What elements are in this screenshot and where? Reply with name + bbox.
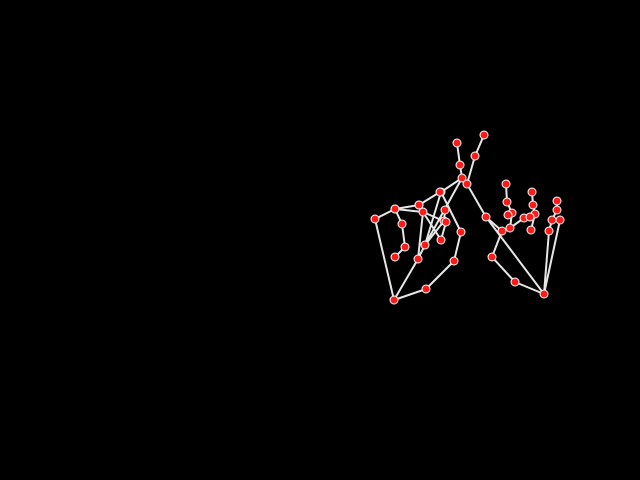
right-hand-joint-r3 xyxy=(552,205,562,215)
right-hand-joint-p3 xyxy=(525,212,535,222)
right-hand-joint-r4 xyxy=(552,196,562,206)
arm-bone-a2-a3 xyxy=(466,155,476,185)
left-hand-joint-m2 xyxy=(400,242,410,252)
right-hand-bone-wrist-t1 xyxy=(514,281,545,295)
left-hand-joint-r3 xyxy=(441,217,451,227)
left-hand-bone-wrist-t1 xyxy=(393,288,427,301)
arm-joint-a3 xyxy=(462,179,472,189)
skeleton-joints xyxy=(370,130,565,305)
right-hand-joint-i3 xyxy=(502,197,512,207)
arm-joint-b2 xyxy=(455,160,465,170)
left-hand-joint-i1 xyxy=(413,254,423,264)
right-hand-joint-r1 xyxy=(544,226,554,236)
left-hand-joint-i4 xyxy=(440,205,450,215)
connector-bone-0 xyxy=(466,183,487,218)
right-hand-bone-wrist-r1 xyxy=(543,230,550,295)
arm-joint-a1 xyxy=(479,130,489,140)
left-hand-bone-t1-t2 xyxy=(425,260,455,290)
left-hand-joint-r2 xyxy=(436,235,446,245)
right-hand-bone-wrist-t4 xyxy=(485,216,545,295)
left-hand-joint-i2 xyxy=(420,240,430,250)
left-hand-joint-m3 xyxy=(397,219,407,229)
left-hand-bone-i2-t4 xyxy=(424,191,442,246)
arm-joint-b1 xyxy=(452,138,462,148)
left-hand-bone-wrist-p1 xyxy=(374,218,395,301)
left-hand-joint-t2 xyxy=(449,256,459,266)
left-hand-joint-m1 xyxy=(390,252,400,262)
left-hand-bone-t2-t3 xyxy=(453,231,462,262)
right-hand-joint-m1 xyxy=(526,225,536,235)
right-hand-joint-wrist xyxy=(539,289,549,299)
left-hand-joint-p1 xyxy=(370,214,380,224)
left-hand-bone-i1-r1 xyxy=(417,211,424,260)
right-hand-joint-t3 xyxy=(497,226,507,236)
left-hand-joint-r1 xyxy=(418,207,428,217)
right-hand-joint-t2 xyxy=(487,252,497,262)
right-hand-joint-t4 xyxy=(481,212,491,222)
left-hand-bone-r1-r2 xyxy=(422,211,442,241)
left-hand-joint-t3 xyxy=(456,227,466,237)
right-hand-joint-p4 xyxy=(555,215,565,225)
right-hand-bone-t1-t2 xyxy=(491,256,516,283)
right-hand-joint-i1 xyxy=(505,223,515,233)
left-hand-joint-p2 xyxy=(390,204,400,214)
left-hand-joint-p3 xyxy=(414,200,424,210)
left-hand-joint-t1 xyxy=(421,284,431,294)
right-hand-joint-p2 xyxy=(503,210,513,220)
left-hand-bone-wrist-i1 xyxy=(393,258,419,301)
left-hand-bone-t3-t4 xyxy=(440,191,462,233)
left-hand-bone-r1-m4 xyxy=(394,208,424,213)
right-hand-joint-i4 xyxy=(501,179,511,189)
left-hand-joint-wrist xyxy=(389,295,399,305)
right-hand-bone-wrist-p4 xyxy=(543,219,561,295)
right-hand-joint-t1 xyxy=(510,277,520,287)
arm-joint-a2 xyxy=(470,151,480,161)
left-hand-joint-p4 xyxy=(435,187,445,197)
arm-joint-b3 xyxy=(457,173,467,183)
right-hand-joint-m3 xyxy=(528,200,538,210)
right-hand-joint-m4 xyxy=(527,187,537,197)
right-hand-joint-r2 xyxy=(547,215,557,225)
